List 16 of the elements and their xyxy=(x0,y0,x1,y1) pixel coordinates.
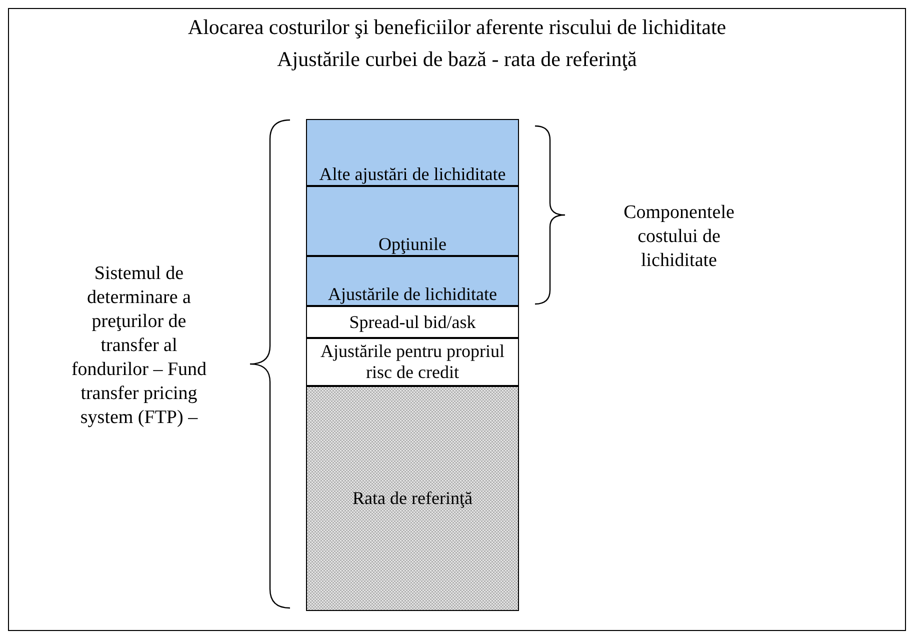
bar-segment xyxy=(306,186,519,256)
brace-label: Sistemul de determinare a preţurilor de transfer al fondurilor – Fund transfer pricing system (FTP) – xyxy=(70,262,208,430)
segment-label: Ajustările de lichiditate xyxy=(328,284,497,305)
bar-segment xyxy=(306,338,519,386)
segment-label: Spread-ul bid/ask xyxy=(349,312,476,332)
segment-label: Rata de referinţă xyxy=(352,488,472,509)
title: Alocarea costurilor şi beneficiilor aferente riscului de lichiditate xyxy=(186,15,728,39)
bar-segment xyxy=(306,119,519,186)
bar-segment xyxy=(306,306,519,338)
segment-label: Alte ajustări de lichiditate xyxy=(319,164,506,185)
subtitle: Ajustările curbei de bază - rata de referinţă xyxy=(276,47,638,71)
hatched-bar-segment xyxy=(306,386,519,611)
brace-label: Componentele costului de lichiditate xyxy=(622,201,736,273)
segment-label: Opţiunile xyxy=(378,234,446,255)
bar-segment xyxy=(306,256,519,306)
segment-label: Ajustările pentru propriul risc de credit xyxy=(320,341,506,383)
